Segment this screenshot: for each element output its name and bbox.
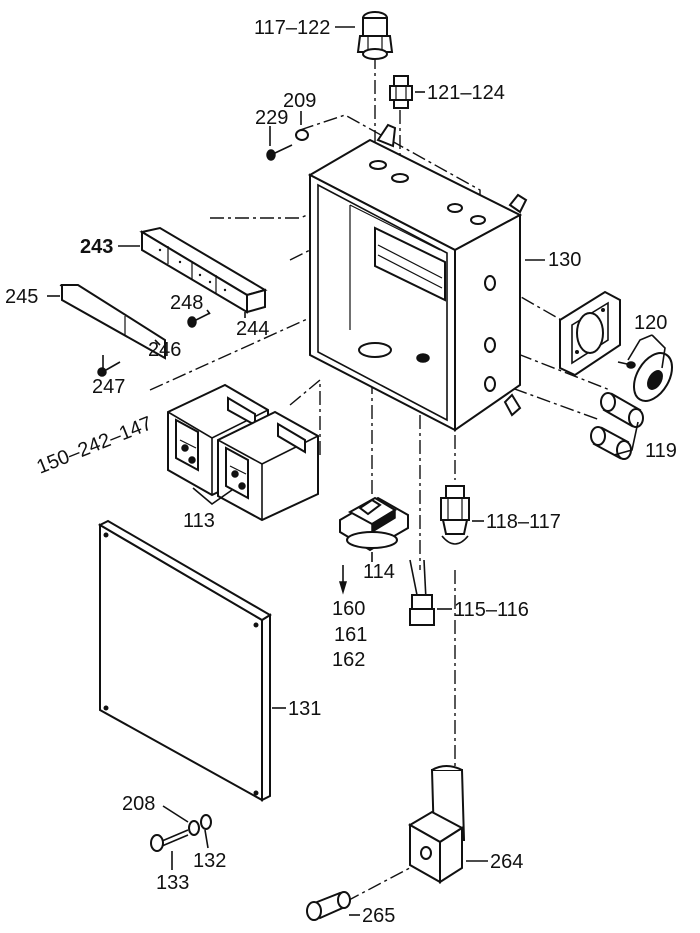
cable-gland-117-122 xyxy=(356,11,394,60)
control-unit-114 xyxy=(339,496,409,552)
fitting-118-117 xyxy=(440,485,470,545)
label-160: 160 xyxy=(332,598,365,620)
label-115-116: 115–116 xyxy=(454,599,529,621)
washer-208 xyxy=(188,820,200,836)
label-113: 113 xyxy=(183,510,215,532)
label-118-117: 118–117 xyxy=(486,511,561,533)
label-131: 131 xyxy=(288,698,321,720)
flange-plate-120 xyxy=(559,290,621,377)
label-244: 244 xyxy=(236,318,269,340)
label-114: 114 xyxy=(363,561,395,583)
label-132: 132 xyxy=(193,850,226,872)
part-labels: 117–122 121–124 209 229 243 130 245 248 … xyxy=(5,17,677,927)
screw-229 xyxy=(266,144,293,161)
label-245: 245 xyxy=(5,286,38,308)
enclosure-box-130 xyxy=(307,123,528,432)
label-117-122: 117–122 xyxy=(254,17,330,39)
label-120: 120 xyxy=(634,312,667,334)
label-162: 162 xyxy=(332,649,365,671)
label-130: 130 xyxy=(548,249,581,271)
label-264: 264 xyxy=(490,851,523,873)
label-121-124: 121–124 xyxy=(427,82,505,104)
contactor-113-right xyxy=(217,410,319,522)
label-133: 133 xyxy=(156,872,189,894)
label-119: 119 xyxy=(645,440,677,462)
label-229: 229 xyxy=(255,107,288,129)
screw-120 xyxy=(617,361,636,369)
leader-113 xyxy=(192,487,233,506)
label-247: 247 xyxy=(92,376,125,398)
sensor-115-116 xyxy=(409,559,435,626)
cover-disc-120 xyxy=(633,352,673,402)
label-209: 209 xyxy=(283,90,316,112)
label-265: 265 xyxy=(362,905,395,927)
plug-119-upper xyxy=(600,392,644,428)
plug-119-lower xyxy=(590,426,632,460)
label-leaders xyxy=(47,26,666,916)
label-161: 161 xyxy=(334,624,367,646)
screw-248 xyxy=(187,312,211,328)
marker-strip-245 xyxy=(61,284,166,360)
screw-160 xyxy=(338,565,348,595)
washer-209 xyxy=(295,129,309,141)
terminal-strip-243 xyxy=(139,226,268,314)
screw-133 xyxy=(150,829,189,852)
screw-247 xyxy=(97,361,121,377)
label-150-242-147: 150–242–147 xyxy=(34,412,156,478)
label-208: 208 xyxy=(122,793,155,815)
fuse-265 xyxy=(306,891,351,921)
fitting-121-124 xyxy=(389,75,413,109)
heater-block-264 xyxy=(408,765,466,884)
label-248: 248 xyxy=(170,292,203,314)
washer-132 xyxy=(200,814,212,830)
label-246: 246 xyxy=(148,339,181,361)
label-243: 243 xyxy=(80,236,113,258)
cover-panel-131 xyxy=(97,519,272,802)
